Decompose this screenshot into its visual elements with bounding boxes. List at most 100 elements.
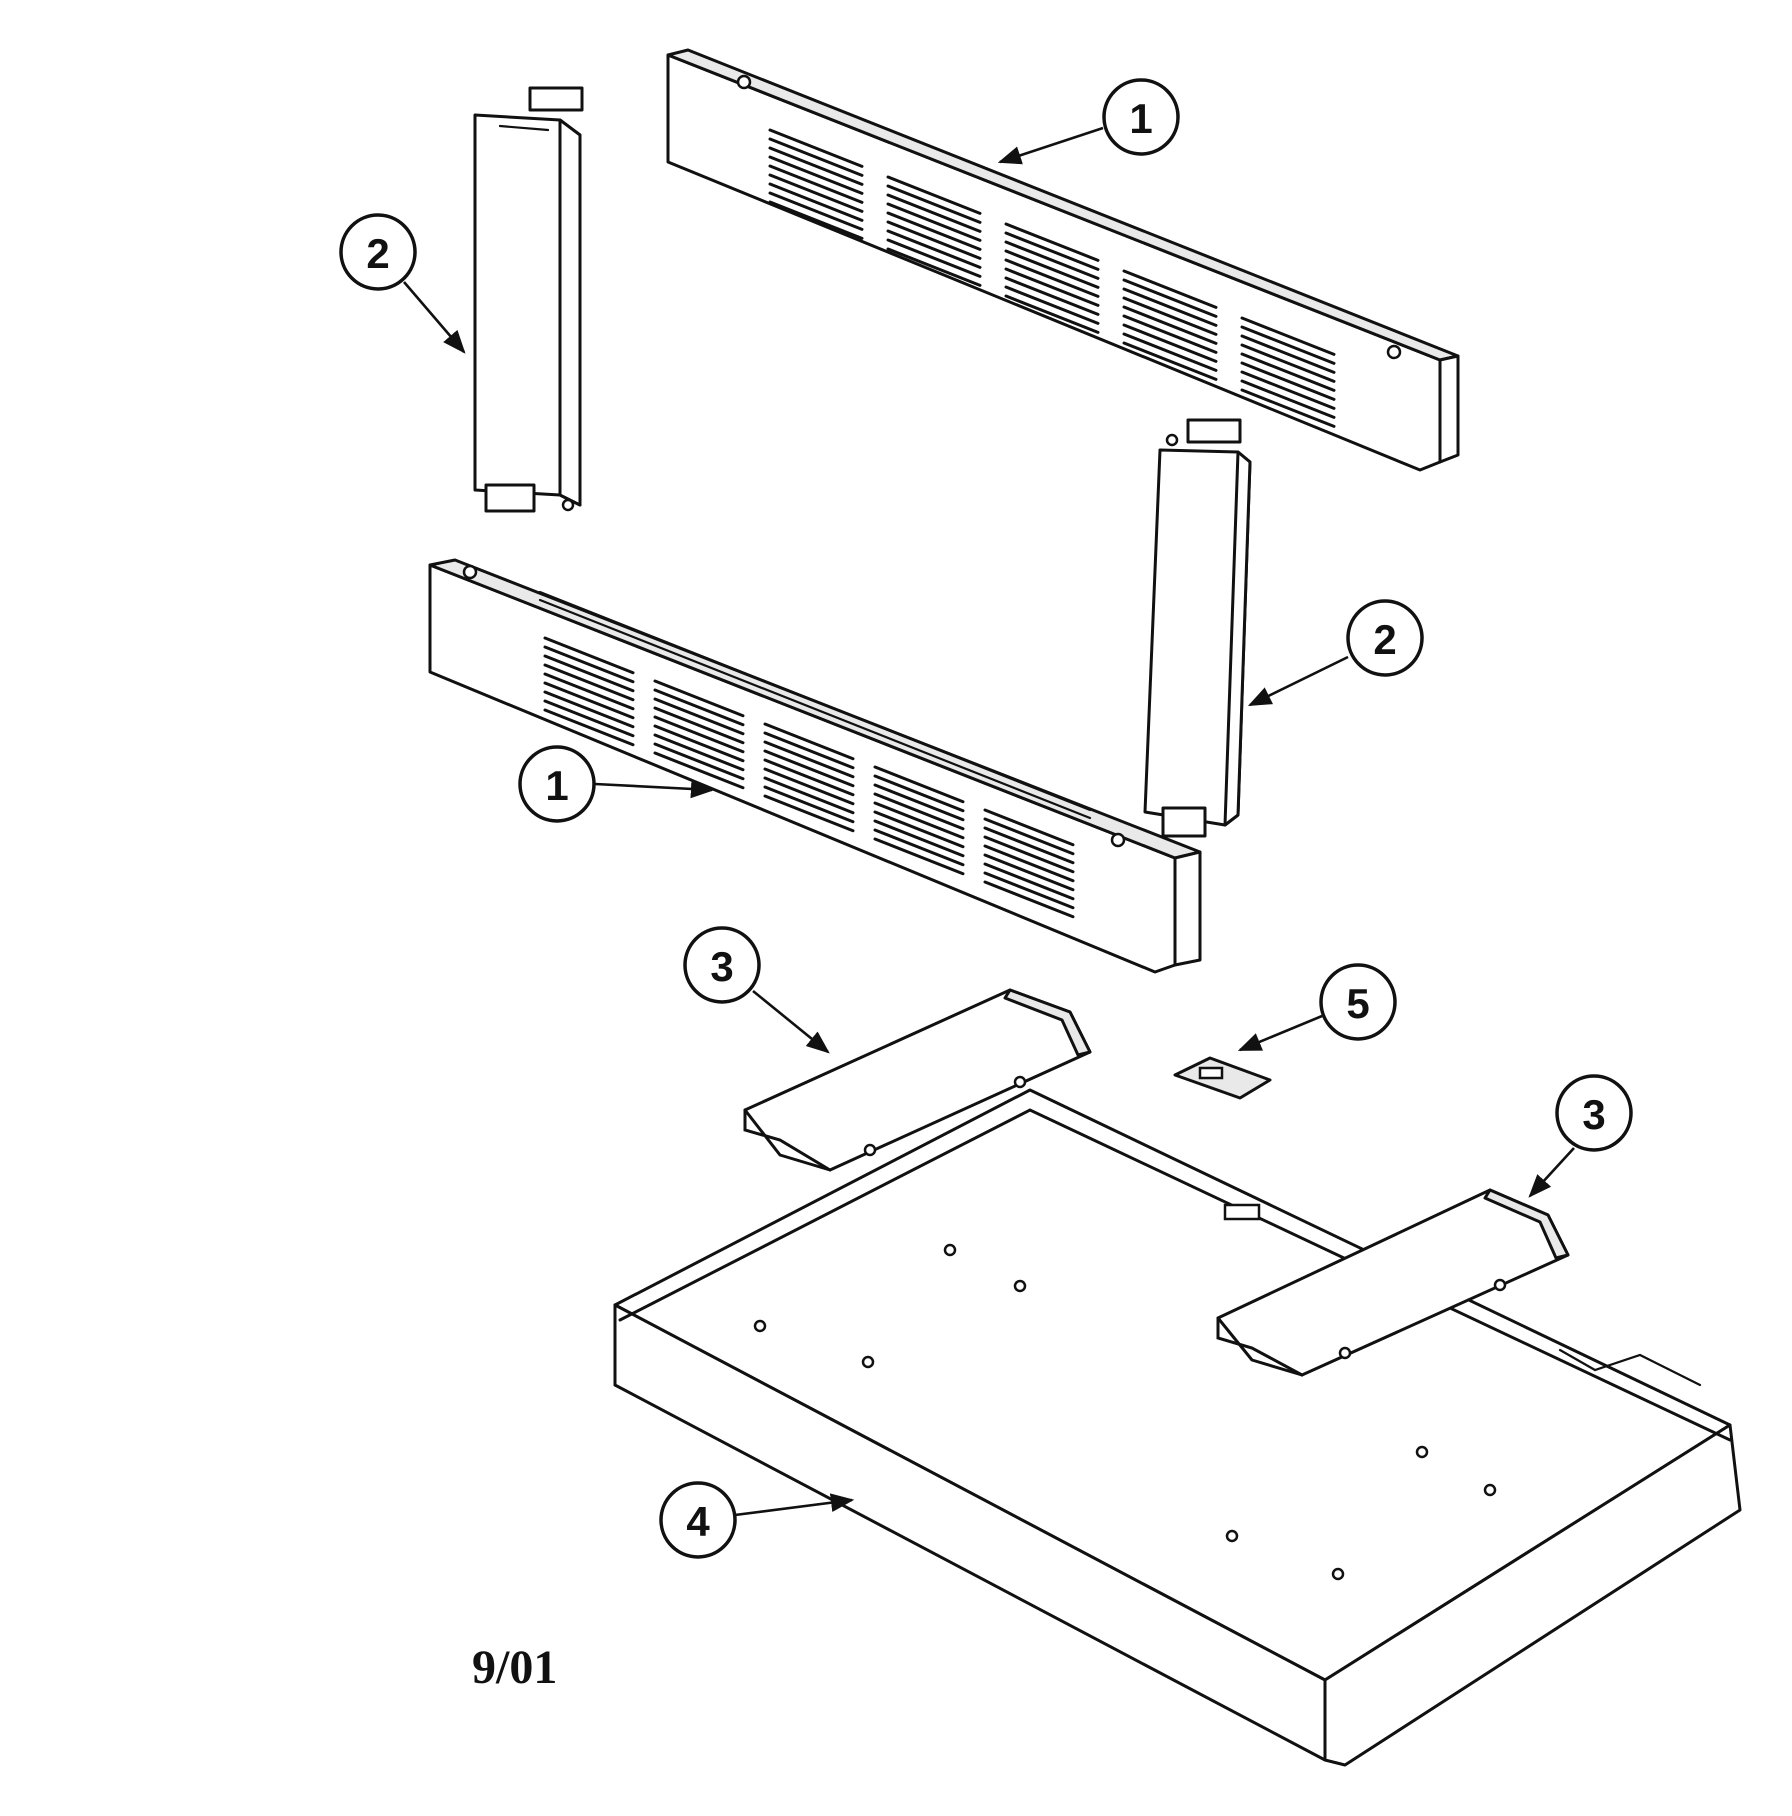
vent-slot <box>1122 332 1218 372</box>
vent-slot <box>543 708 635 747</box>
vent-slot <box>543 681 635 720</box>
vent-slot <box>763 794 855 833</box>
vent-slot <box>763 785 855 824</box>
vent-slot <box>886 184 982 224</box>
callout-part-1-front: 1 <box>518 745 596 823</box>
vent-slot <box>983 871 1075 910</box>
vent-slot <box>886 175 982 215</box>
callout-part-2-left: 2 <box>339 213 417 291</box>
vent-slot <box>983 862 1075 901</box>
vent-slot <box>763 722 855 761</box>
vent-slot <box>1122 287 1218 327</box>
vent-slot <box>543 663 635 702</box>
vent-slot <box>1122 323 1218 363</box>
leader-2b <box>1247 655 1349 707</box>
vent-slot <box>768 146 864 186</box>
vent-slot <box>873 783 965 822</box>
vent-slot <box>886 220 982 260</box>
vent-slot <box>763 731 855 770</box>
leader-3a <box>752 989 830 1054</box>
vent-slot <box>768 191 864 231</box>
vent-slot <box>653 688 745 727</box>
vent-slot <box>1240 343 1336 383</box>
vent-slot <box>1240 361 1336 401</box>
vent-slot <box>763 740 855 779</box>
retainer-clip <box>1173 1056 1272 1100</box>
svg-text:5: 5 <box>1346 980 1369 1027</box>
vent-slot <box>653 679 745 718</box>
vent-slot <box>983 853 1075 892</box>
vent-slot <box>768 164 864 204</box>
vent-slot <box>768 173 864 213</box>
vent-slot <box>983 826 1075 865</box>
vent-slot <box>983 844 1075 883</box>
svg-text:4: 4 <box>686 1498 710 1545</box>
vent-slot <box>1004 285 1100 325</box>
callout-part-1-top: 1 <box>1102 78 1180 156</box>
vent-slot <box>653 733 745 772</box>
vent-slot <box>543 672 635 711</box>
vent-slot <box>1122 269 1218 309</box>
vent-slot <box>543 654 635 693</box>
vent-slot <box>1004 231 1100 271</box>
vent-slot <box>1240 388 1336 428</box>
vent-slot <box>763 776 855 815</box>
vent-slot <box>1004 276 1100 316</box>
revision-date-label: 9/01 <box>472 1641 558 1694</box>
svg-text:2: 2 <box>1373 616 1396 663</box>
vent-slot <box>1122 278 1218 318</box>
svg-text:3: 3 <box>710 943 733 990</box>
callout-part-5: 5 <box>1319 963 1397 1041</box>
vent-slot <box>1240 370 1336 410</box>
side-post-right <box>1143 418 1252 838</box>
vent-slot <box>873 801 965 840</box>
vent-slot <box>1122 341 1218 381</box>
vent-slot <box>873 828 965 867</box>
vent-slot <box>653 724 745 763</box>
vent-slot <box>983 817 1075 856</box>
vent-slot <box>983 880 1075 919</box>
vent-slot <box>1240 352 1336 392</box>
vent-slot <box>1240 334 1336 374</box>
vent-slot <box>886 211 982 251</box>
vent-slot <box>768 128 864 168</box>
vent-slot <box>768 200 864 240</box>
vent-slot <box>1240 325 1336 365</box>
svg-text:1: 1 <box>1129 95 1152 142</box>
vent-slot <box>873 774 965 813</box>
leader-2a <box>403 281 466 354</box>
vent-slot <box>1122 314 1218 354</box>
vent-slot <box>1004 222 1100 262</box>
vent-slot <box>763 749 855 788</box>
svg-text:3: 3 <box>1582 1091 1605 1138</box>
vent-slot <box>543 690 635 729</box>
vent-slot <box>1004 258 1100 298</box>
vent-slot <box>873 837 965 876</box>
leader-4 <box>734 1493 855 1517</box>
vent-slot <box>983 808 1075 847</box>
vent-slot <box>886 193 982 233</box>
vent-slot <box>653 706 745 745</box>
vent-slot <box>768 182 864 222</box>
vent-slot <box>543 636 635 675</box>
support-bracket-left <box>743 988 1092 1172</box>
vent-slot <box>873 810 965 849</box>
svg-text:1: 1 <box>545 762 568 809</box>
vent-slot <box>886 202 982 242</box>
vent-slot <box>1004 240 1100 280</box>
vent-slot <box>886 238 982 278</box>
vent-slot <box>873 792 965 831</box>
vent-slot <box>873 765 965 804</box>
vent-slot <box>886 229 982 269</box>
vent-slot <box>543 645 635 684</box>
callout-part-2-right: 2 <box>1346 599 1424 677</box>
vent-slot <box>653 715 745 754</box>
callout-part-4: 4 <box>659 1481 737 1559</box>
leader-1a <box>997 126 1104 165</box>
vent-slot <box>873 819 965 858</box>
vent-slot <box>768 155 864 195</box>
vent-slot <box>1004 294 1100 334</box>
vent-panel-front <box>428 558 1202 974</box>
vent-slot <box>653 742 745 781</box>
